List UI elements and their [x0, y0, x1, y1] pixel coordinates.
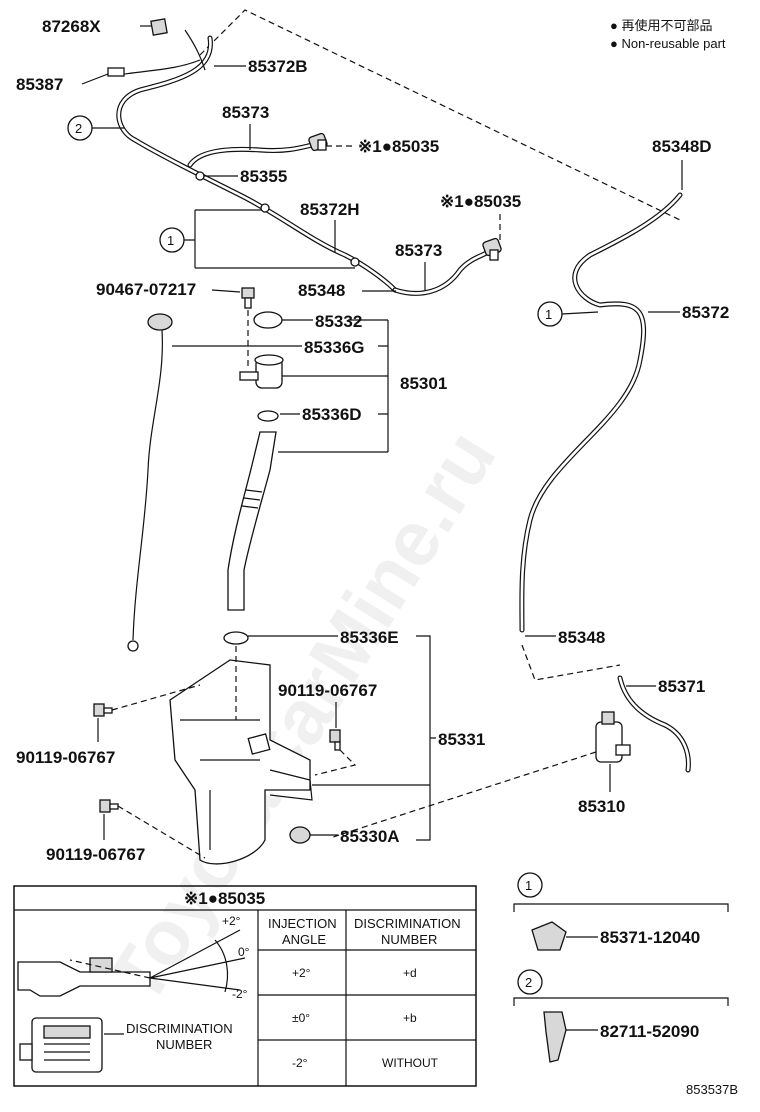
callout-1b-text: 1 [545, 307, 552, 322]
label-85035-upper: ※1●85035 [358, 137, 439, 156]
label-90119-left-lower: 90119-06767 [46, 845, 145, 864]
angle-zero: 0° [238, 945, 250, 959]
label-85035-lower: ※1●85035 [440, 192, 521, 211]
level-gauge-85336G [127, 313, 173, 652]
label-85336D: 85336D [302, 405, 362, 424]
label-85330A: 85330A [340, 827, 400, 846]
label-90119-center: 90119-06767 [278, 681, 377, 700]
disc-label-1: DISCRIMINATION [126, 1021, 233, 1036]
label-85372B: 85372B [248, 57, 308, 76]
label-85373-lower: 85373 [395, 241, 442, 260]
label-90119-left-upper: 90119-06767 [16, 748, 115, 767]
reservoir-tank-85331 [169, 659, 313, 865]
cap-85332 [253, 311, 283, 329]
label-85331: 85331 [438, 730, 485, 749]
disc-label-2: NUMBER [156, 1037, 212, 1052]
row2-number: +b [403, 1011, 417, 1025]
diagram-id: 853537B [686, 1082, 738, 1097]
label-85372H: 85372H [300, 200, 360, 219]
detail-box-title: ※1●85035 [184, 889, 265, 908]
label-85336E: 85336E [340, 628, 399, 647]
bolt-90119-left-lower [99, 799, 119, 813]
angle-plus2: +2° [222, 914, 241, 928]
callout-2-text: 2 [75, 121, 82, 136]
label-85336G: 85336G [304, 338, 365, 357]
label-85371: 85371 [658, 677, 705, 696]
row3-number: WITHOUT [382, 1056, 439, 1070]
clip-85387 [107, 67, 125, 77]
side-part-2: 2 82711-52090 [513, 969, 729, 1063]
nozzle-85035-lower [482, 237, 502, 261]
label-85355: 85355 [240, 167, 287, 186]
assembly-boundary-dash [199, 9, 681, 221]
wire-harness [117, 29, 206, 76]
pump-85310 [595, 711, 631, 763]
label-87268X: 87268X [42, 17, 101, 36]
bolt-90119-left-upper [93, 703, 113, 717]
nozzle-illustration [17, 929, 246, 997]
detail-box-85035: ※1●85035 INJECTION ANGLE DISCRIMINATION … [13, 885, 477, 1087]
part-85371-12040: 85371-12040 [600, 928, 700, 947]
row3-angle: -2° [292, 1056, 308, 1070]
label-85348-lower: 85348 [558, 628, 605, 647]
seal-85336D [257, 410, 279, 422]
row2-angle: ±0° [292, 1011, 310, 1025]
angle-minus2: -2° [232, 987, 248, 1001]
legend-en: ● Non-reusable part [610, 36, 726, 51]
side-callout-2: 2 [525, 975, 532, 990]
label-85373-upper: 85373 [222, 103, 269, 122]
label-85332: 85332 [315, 312, 362, 331]
hose-85372 [519, 192, 683, 633]
col-discrimination-header-2: NUMBER [381, 932, 437, 947]
legend-jp: ● 再使用不可部品 [610, 18, 712, 33]
label-90467: 90467-07217 [96, 280, 196, 299]
nozzle-85035-upper [308, 132, 328, 152]
col-injection-angle-header-2: ANGLE [282, 932, 326, 947]
side-part-1: 1 85371-12040 [513, 872, 729, 951]
row1-angle: +2° [292, 966, 311, 980]
callout-1a-text: 1 [167, 233, 174, 248]
side-callout-1: 1 [525, 878, 532, 893]
inlet-85301 [239, 354, 284, 389]
col-injection-angle-header-1: INJECTION [268, 916, 337, 931]
bolt-90119-center [329, 729, 341, 751]
label-85310: 85310 [578, 797, 625, 816]
part-82711-52090: 82711-52090 [600, 1022, 699, 1041]
label-85372: 85372 [682, 303, 729, 322]
grommet-85330A [289, 826, 311, 844]
label-87268X-sticker [150, 18, 168, 36]
col-discrimination-header-1: DISCRIMINATION [354, 916, 461, 931]
label-85348-upper: 85348 [298, 281, 345, 300]
row1-number: +d [403, 966, 417, 980]
label-85387: 85387 [16, 75, 63, 94]
label-85348D: 85348D [652, 137, 712, 156]
filler-pipe [227, 431, 277, 611]
bolt-90467 [241, 287, 255, 309]
label-85301: 85301 [400, 374, 447, 393]
connector-illustration [19, 1017, 103, 1073]
seal-85336E [223, 631, 249, 645]
